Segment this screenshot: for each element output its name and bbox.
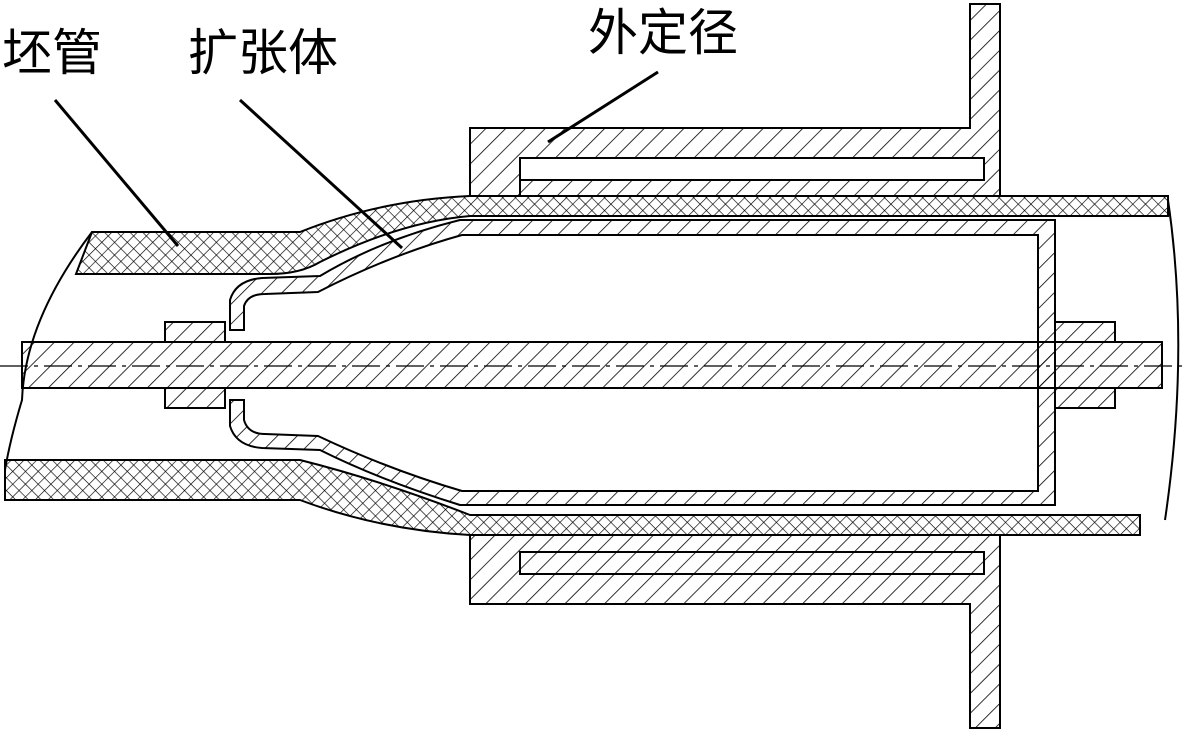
leader-billet: [53, 99, 180, 247]
left-nut-lower: [164, 387, 226, 409]
sizing-die-upper: [469, 3, 1001, 197]
billet-wall-lower: [4, 459, 1141, 536]
label-billet: 坯管: [2, 24, 102, 82]
central-shaft: [21, 341, 1163, 389]
left-nut-upper: [164, 321, 226, 343]
right-nut-upper: [1054, 321, 1116, 343]
sizing-die-lower: [469, 534, 1001, 729]
label-outer-diameter: 外定径: [588, 4, 738, 62]
right-nut-lower: [1054, 387, 1116, 409]
leader-od: [547, 70, 659, 144]
leader-expander: [238, 98, 404, 250]
label-expander: 扩张体: [188, 24, 338, 82]
billet-right-curve: [1164, 199, 1180, 521]
billet-wall-upper: [74, 195, 1169, 275]
